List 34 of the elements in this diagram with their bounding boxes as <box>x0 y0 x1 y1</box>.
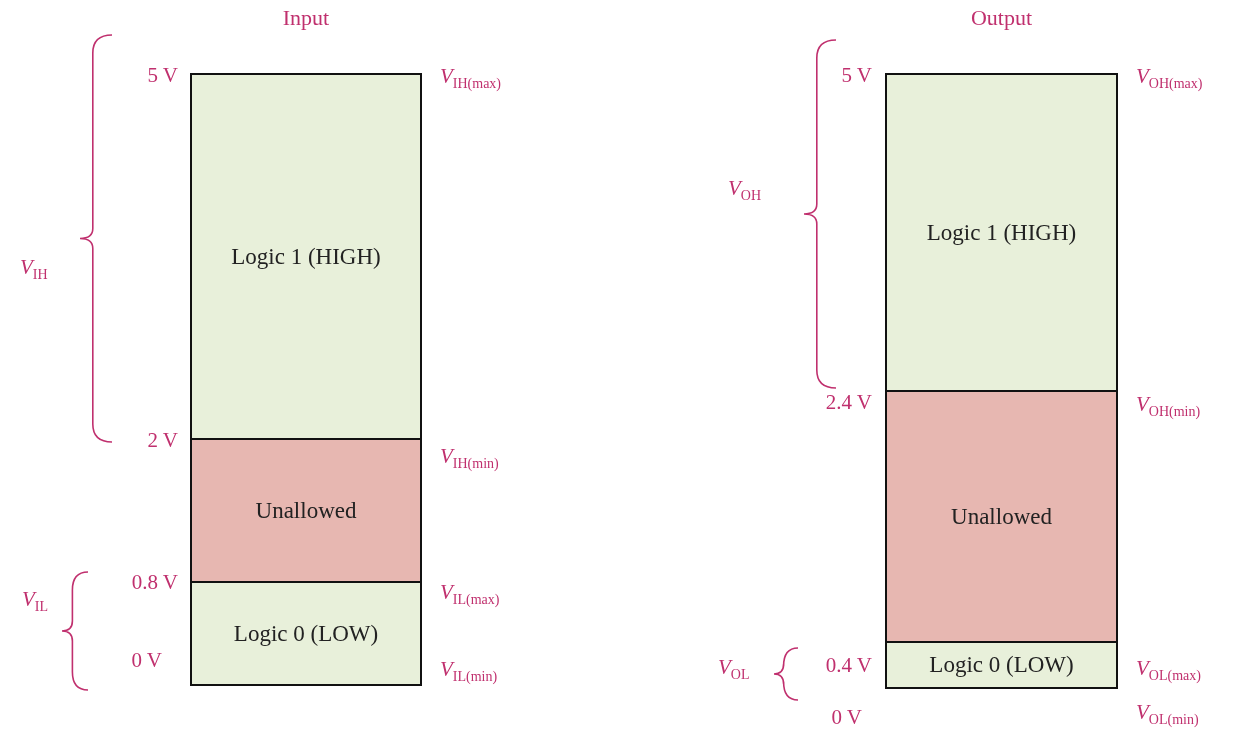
band-label: Unallowed <box>255 497 357 524</box>
range-symbol: V$_{IL}$ <box>22 587 49 617</box>
voltage-symbol: V$_{OH(max)}$ <box>1136 64 1203 94</box>
logic-level-band <box>190 581 422 686</box>
voltage-value: 0.8 V <box>131 570 178 594</box>
voltage-symbol: V$_{IH(min)}$ <box>440 444 499 474</box>
voltage-symbol: V$_{OL(min)}$ <box>1136 700 1199 730</box>
column-title: Output <box>969 5 1034 31</box>
voltage-symbol: V$_{IL(max)}$ <box>440 580 500 610</box>
logic-level-band <box>885 73 1118 392</box>
voltage-value: 0.4 V <box>825 653 872 677</box>
range-symbol: V$_{OL}$ <box>718 655 750 685</box>
voltage-value: 2.4 V <box>825 390 872 414</box>
voltage-value: 0 V <box>831 705 862 729</box>
column-title: Input <box>281 5 331 31</box>
voltage-value: 2 V <box>147 428 178 452</box>
band-label: Logic 1 (HIGH) <box>926 219 1077 246</box>
voltage-value: 5 V <box>147 63 178 87</box>
voltage-value: 0 V <box>131 648 162 672</box>
logic-level-band <box>885 641 1118 689</box>
band-label: Logic 0 (LOW) <box>233 620 379 647</box>
band-label: Unallowed <box>951 503 1052 530</box>
logic-level-band <box>190 438 422 583</box>
logic-level-band <box>885 390 1118 643</box>
voltage-symbol: V$_{IH(max)}$ <box>440 64 502 94</box>
voltage-symbol: V$_{IL(min)}$ <box>440 657 498 687</box>
logic-level-band <box>190 73 422 440</box>
range-symbol: V$_{OH}$ <box>728 176 762 206</box>
voltage-value: 5 V <box>841 63 872 87</box>
range-symbol: V$_{IH}$ <box>20 255 48 285</box>
voltage-symbol: V$_{OL(max)}$ <box>1136 656 1201 686</box>
voltage-symbol: V$_{OH(min)}$ <box>1136 392 1201 422</box>
band-label: Logic 1 (HIGH) <box>231 243 381 270</box>
band-label: Logic 0 (LOW) <box>929 652 1074 678</box>
